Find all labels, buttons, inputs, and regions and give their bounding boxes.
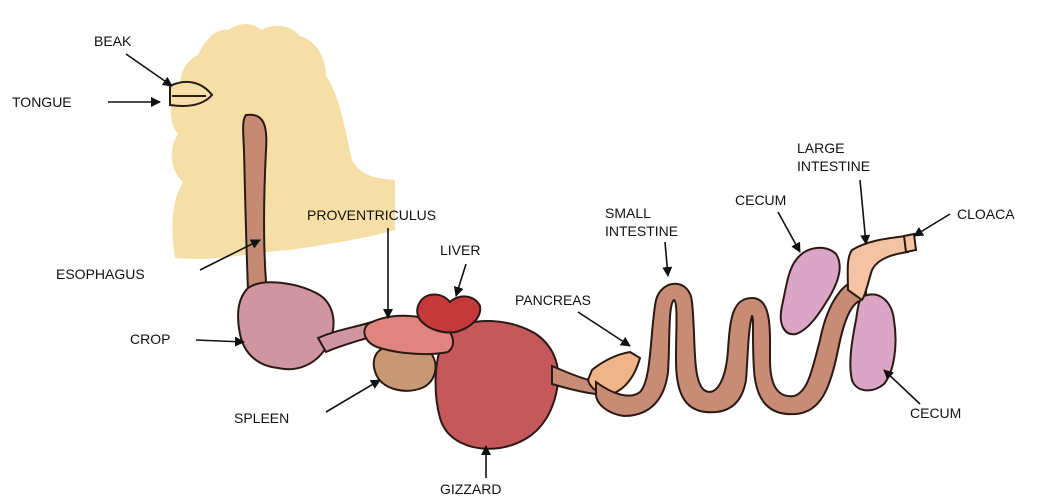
label-proventriculus: PROVENTRICULUS <box>307 207 436 223</box>
cloaca <box>904 234 916 252</box>
arrow-cecum-bottom <box>884 370 920 404</box>
label-spleen: SPLEEN <box>234 410 289 426</box>
label-large-intestine-line2: INTESTINE <box>797 158 870 174</box>
large-intestine <box>848 236 908 300</box>
arrow-pancreas <box>578 312 630 346</box>
label-cecum-bottom: CECUM <box>910 405 961 421</box>
gizzard <box>436 321 559 449</box>
arrow-spleen <box>326 380 380 412</box>
label-gizzard: GIZZARD <box>440 481 501 497</box>
cecum-lower <box>850 294 895 390</box>
label-crop: CROP <box>130 331 170 347</box>
label-small-intestine-line1: SMALL <box>605 205 651 221</box>
label-tongue: TONGUE <box>12 94 72 110</box>
label-pancreas: PANCREAS <box>515 292 591 308</box>
arrow-cecum-top <box>778 212 800 252</box>
label-cloaca: CLOACA <box>957 206 1015 222</box>
arrow-beak <box>126 54 172 86</box>
label-liver: LIVER <box>440 242 480 258</box>
chicken-head <box>171 24 395 259</box>
arrow-cloaca <box>914 214 950 236</box>
label-cecum-top: CECUM <box>735 192 786 208</box>
arrow-small-intestine <box>665 242 668 276</box>
arrow-liver <box>456 264 466 296</box>
arrow-crop <box>196 340 244 342</box>
label-beak: BEAK <box>94 33 132 49</box>
arrow-large-intestine <box>860 180 866 244</box>
label-small-intestine-line2: INTESTINE <box>605 223 678 239</box>
label-large-intestine-line1: LARGE <box>797 140 844 156</box>
label-esophagus: ESOPHAGUS <box>56 266 145 282</box>
crop <box>238 282 333 369</box>
esophagus <box>243 115 266 290</box>
